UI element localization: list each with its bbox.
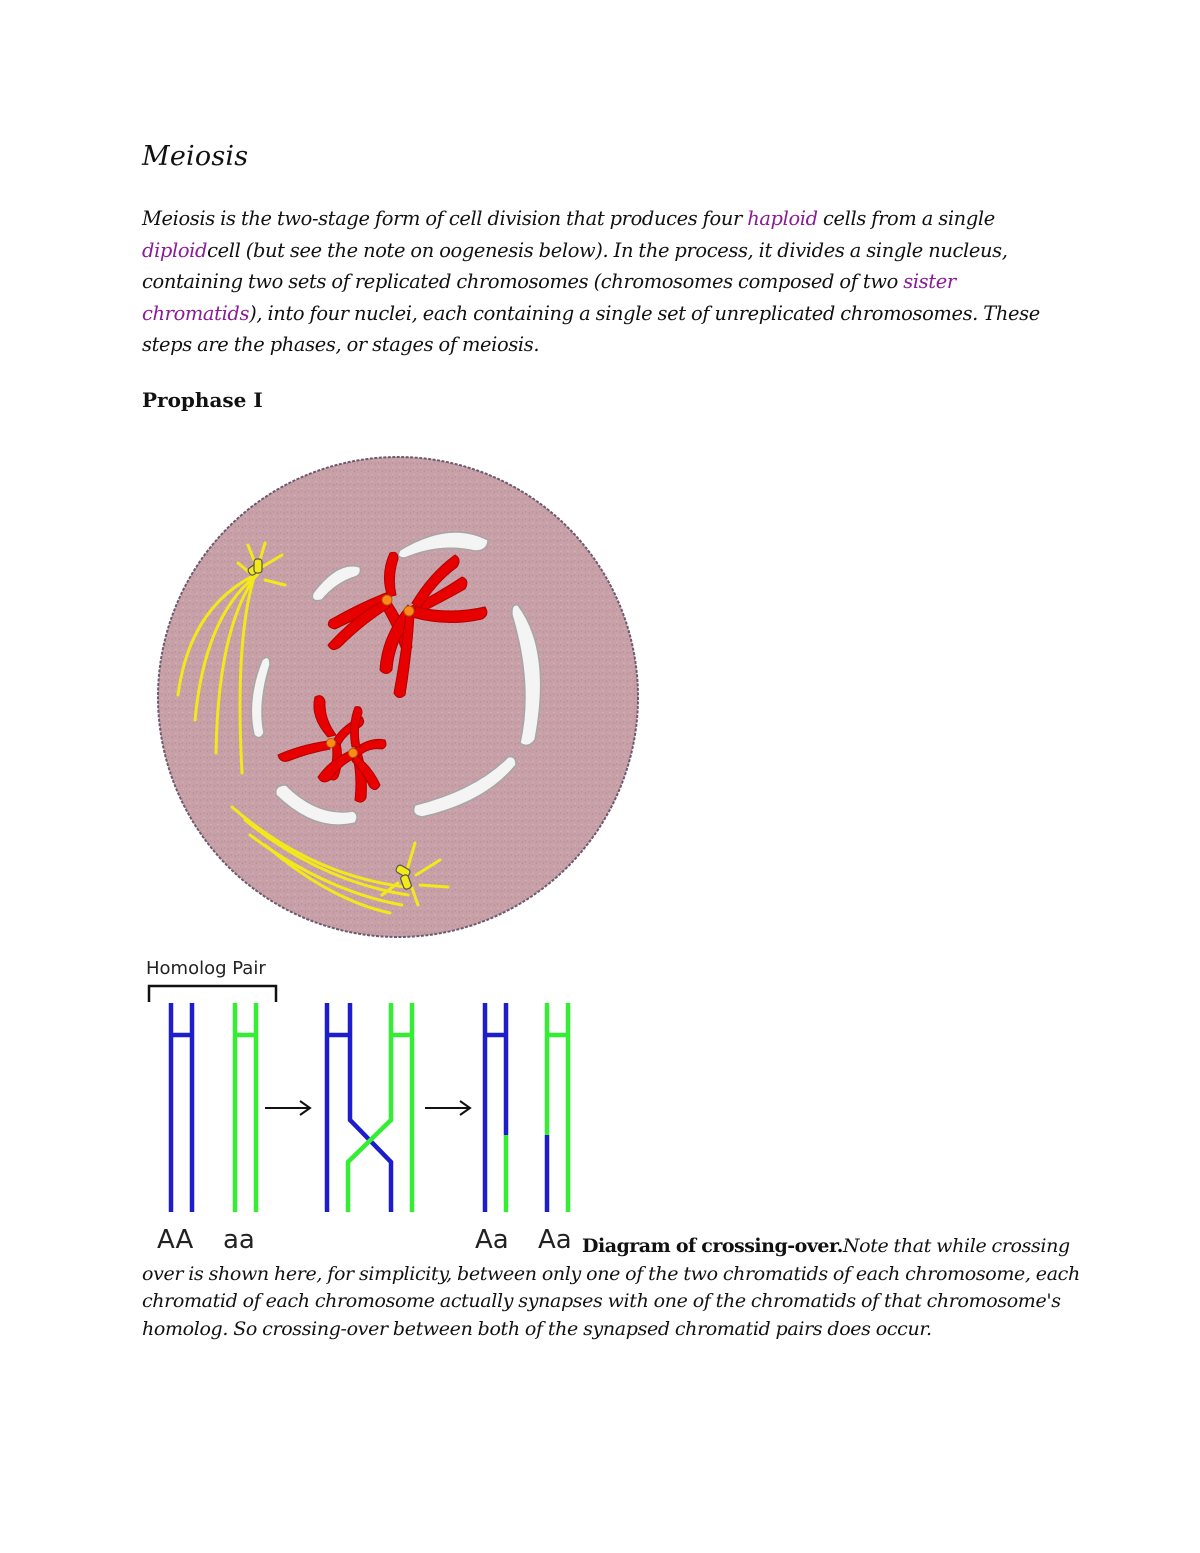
homolog-pair-bracket [147,984,278,1002]
figure-caption: Diagram of crossing-over.Note that while… [142,1233,1082,1343]
homolog-pair-label: Homolog Pair [146,958,266,979]
caption-title: Diagram of crossing-over. [582,1235,843,1257]
intro-text-1: Meiosis is the two-stage form of cell di… [142,207,748,230]
homolog-pair-original [168,1003,259,1212]
section-heading-prophase-i: Prophase I [142,388,263,412]
allele-label-1: AA [157,1225,194,1255]
intro-text-2: cells from a single [817,207,995,230]
arrow-2 [425,1100,472,1116]
spindle-fibers [176,541,450,915]
sister-chromatids-link[interactable]: sister chromatids [142,270,956,325]
haploid-link[interactable]: haploid [747,207,818,230]
prophase-cell-illustration [157,456,639,938]
intro-text-3: cell (but see the note on oogenesis belo… [142,238,1008,294]
caption-text: Note that while crossing over is shown h… [142,1235,1080,1340]
centrioles [247,558,412,890]
allele-label-2: aa [223,1225,255,1255]
arrow-1 [265,1100,312,1116]
chromosome-pair-2 [277,695,387,803]
chromosome-pair-1 [327,551,488,699]
intro-paragraph: Meiosis is the two-stage form of cell di… [142,203,1077,361]
intro-text-4: ), into four nuclei, each containing a s… [142,301,1040,357]
allele-label-4: Aa [538,1225,572,1255]
page-title: Meiosis [142,141,249,172]
homolog-pair-crossing [324,1003,415,1212]
homolog-pair-recombined [482,1003,571,1212]
allele-label-3: Aa [475,1225,509,1255]
diploid-link[interactable]: diploid [142,238,208,262]
nuclear-envelope-fragments [250,531,542,826]
crossing-over-diagram: Homolog Pair AA aa Aa Aa [146,958,572,1255]
